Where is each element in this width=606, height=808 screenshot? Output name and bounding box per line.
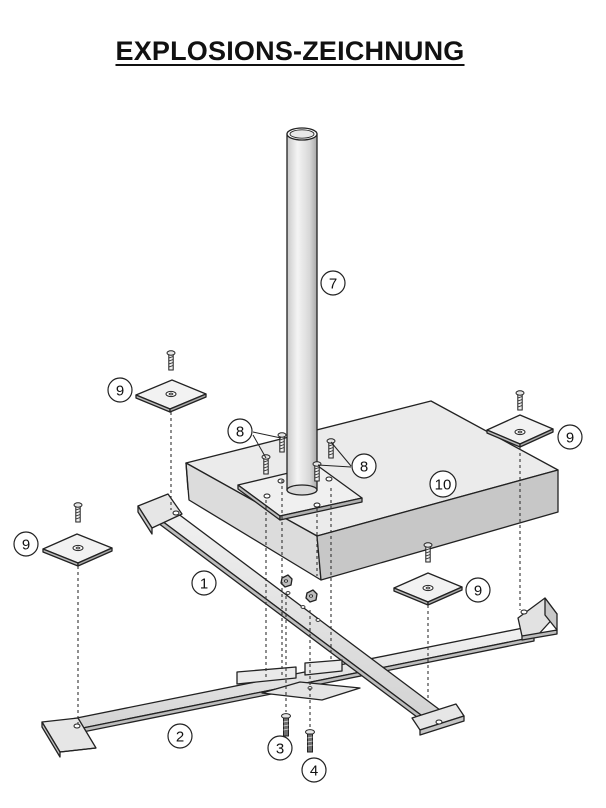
title-text: EXPLOSIONS-ZEICHNUNG xyxy=(115,36,465,66)
part-3-bolt xyxy=(281,713,291,737)
part-9-pad-left-rear xyxy=(135,379,207,413)
nut-1 xyxy=(280,574,293,588)
part-9-screw-right-front xyxy=(423,542,433,563)
nut-2 xyxy=(305,589,318,603)
part-9-screw-left-rear xyxy=(166,350,176,371)
part-7-pole xyxy=(286,127,318,496)
callout-8-left-label: 8 xyxy=(236,424,244,441)
callout-7-label: 7 xyxy=(329,276,337,293)
part-4-bolt xyxy=(305,729,315,753)
callout-1-label: 1 xyxy=(200,576,208,593)
callout-8-right-label: 8 xyxy=(360,459,368,476)
callout-4-label: 4 xyxy=(310,763,318,780)
callout-1: 1 xyxy=(191,570,217,596)
callout-9-right-front-label: 9 xyxy=(474,583,482,600)
part-9-screw-right-rear xyxy=(515,390,525,411)
callout-9-left-front-label: 9 xyxy=(22,537,30,554)
callout-9-left-front: 9 xyxy=(13,531,39,557)
part-9-pad-left-front xyxy=(42,533,113,567)
callout-8-left: 8 xyxy=(227,418,253,444)
part-9-pad-right-front xyxy=(393,572,463,606)
callout-3: 3 xyxy=(267,735,293,761)
callout-2-label: 2 xyxy=(176,729,184,746)
callout-9-left-rear: 9 xyxy=(107,377,133,403)
drawing-title: EXPLOSIONS-ZEICHNUNG xyxy=(0,36,580,67)
callout-leaders xyxy=(252,431,352,468)
callout-9-left-rear-label: 9 xyxy=(116,383,124,400)
callout-10: 10 xyxy=(429,470,457,498)
callout-9-right-front: 9 xyxy=(465,577,491,603)
callout-4: 4 xyxy=(301,757,327,783)
assembly-guide-lines xyxy=(77,412,521,728)
part-9-pad-right-rear xyxy=(486,414,554,448)
callout-9-right-rear-label: 9 xyxy=(566,430,574,447)
part-1-base-bar-cross xyxy=(137,493,465,736)
part-9-screw-left-front xyxy=(73,502,83,523)
callout-2: 2 xyxy=(167,723,193,749)
callout-7: 7 xyxy=(320,270,346,296)
callout-3-label: 3 xyxy=(276,741,284,758)
callout-8-right: 8 xyxy=(351,453,377,479)
callout-9-right-rear: 9 xyxy=(557,424,583,450)
callout-10-label: 10 xyxy=(435,477,452,494)
